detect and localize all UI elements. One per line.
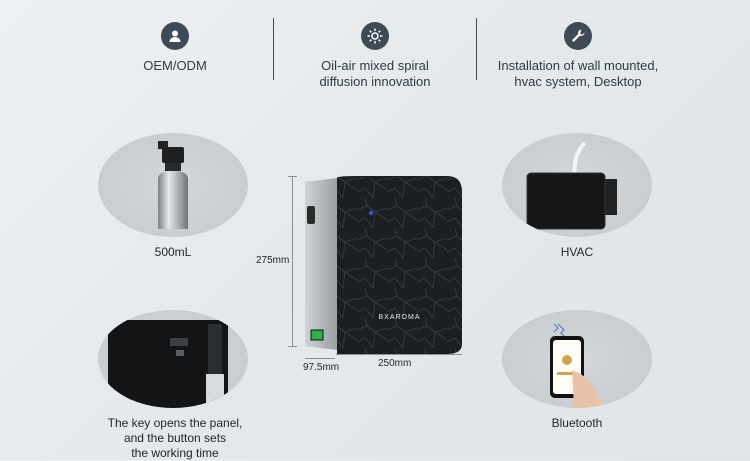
feature-label-line1: Oil-air mixed spiral: [321, 58, 429, 73]
panel-caption-line1: The key opens the panel,: [107, 416, 243, 430]
height-dimension-line: [292, 176, 293, 346]
feature-oem: OEM/ODM: [100, 0, 250, 74]
height-dimension-tick: [288, 176, 297, 177]
spiral-sun-icon: [361, 22, 389, 50]
bluetooth-caption: Bluetooth: [551, 416, 603, 430]
feature-installation: Installation of wall mounted, hvac syste…: [488, 0, 668, 90]
feature-label-line1: Installation of wall mounted,: [497, 58, 659, 73]
height-dimension-tick: [288, 346, 297, 347]
panel-image: [98, 310, 248, 408]
panel-caption-line2: and the button sets: [123, 431, 227, 445]
wrench-icon: [564, 22, 592, 50]
hvac-caption: HVAC: [560, 245, 594, 259]
hvac-image: [502, 133, 652, 237]
feature-label-line2: diffusion innovation: [319, 74, 431, 89]
bottle-caption: 500mL: [154, 245, 192, 259]
brand-logo: BXAROMA: [378, 314, 421, 321]
panel-caption: The key opens the panel, and the button …: [90, 416, 260, 461]
diffuser-device: BXAROMA: [297, 168, 467, 363]
feature-spiral: Oil-air mixed spiral diffusion innovatio…: [290, 0, 460, 90]
user-icon: [161, 22, 189, 50]
feature-label-line2: hvac system, Desktop: [514, 74, 642, 89]
width-dimension-line: [336, 354, 462, 355]
height-dimension: 275mm: [256, 255, 290, 266]
bottle-image: [98, 133, 248, 237]
divider: [476, 18, 477, 80]
feature-label: OEM/ODM: [143, 58, 207, 73]
depth-dimension-line: [305, 358, 335, 359]
divider: [273, 18, 274, 80]
bluetooth-image: [502, 310, 652, 408]
width-dimension: 250mm: [378, 358, 412, 369]
panel-caption-line3: the working time: [131, 446, 219, 460]
depth-dimension: 97.5mm: [303, 362, 340, 373]
